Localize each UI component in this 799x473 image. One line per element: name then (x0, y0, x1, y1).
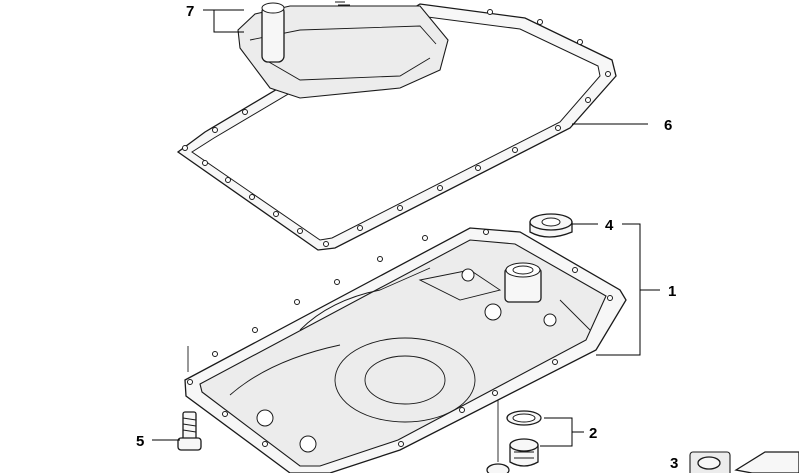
callout-1: 1 (668, 283, 676, 300)
callout-5: 5 (136, 433, 144, 450)
callout-3: 3 (670, 455, 678, 472)
seal-grommet-part-4[interactable] (529, 213, 573, 238)
magnet-plug[interactable] (486, 400, 510, 473)
oil-pan-fill-neck (504, 262, 542, 303)
drain-plug-part-2[interactable] (506, 410, 542, 467)
oil-pan-bolt-holes (187, 229, 613, 447)
callout-7: 7 (186, 3, 194, 20)
callout-labels: 7 6 4 1 2 5 3 (136, 3, 678, 472)
bolt-part-5[interactable] (177, 346, 202, 451)
leader-lines (152, 9, 660, 447)
gasket-part-6[interactable] (176, 3, 617, 251)
oil-pan-inner-features (229, 267, 591, 453)
callout-4: 4 (605, 217, 614, 234)
oil-pan-part-1[interactable] (184, 227, 627, 473)
callout-2: 2 (589, 425, 597, 442)
filter-pickup-tube (261, 2, 285, 63)
filter-part-7[interactable] (237, 1, 449, 99)
callout-6: 6 (664, 117, 672, 134)
kit-box-part-3[interactable] (689, 451, 799, 473)
